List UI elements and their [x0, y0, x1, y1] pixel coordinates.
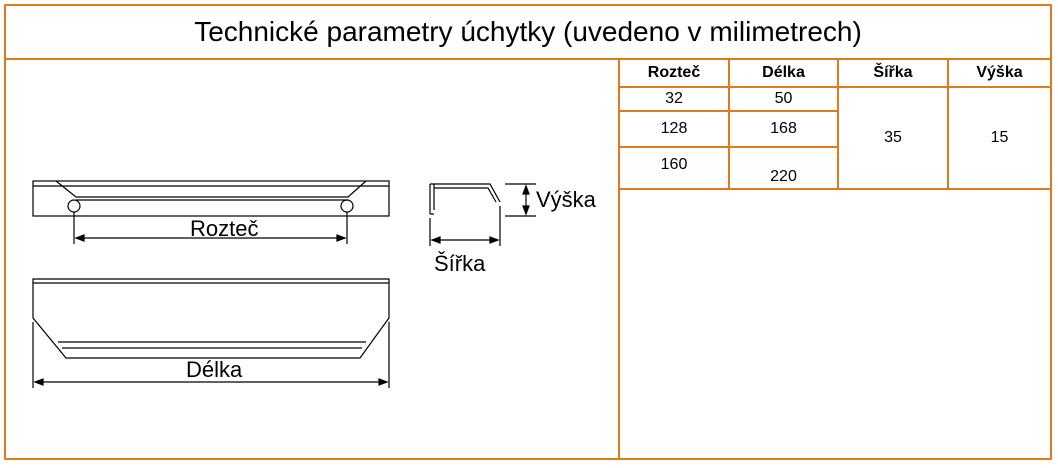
table-row: 128 168	[620, 110, 1050, 148]
header-width: Šířka	[837, 60, 949, 88]
header-spacing: Rozteč	[620, 60, 730, 88]
height-label: Výška	[536, 187, 597, 212]
cell-spacing: 128	[620, 110, 730, 148]
handle-drawing: Rozteč Výška Šířka Délka	[6, 60, 620, 458]
cell-width: 35	[837, 86, 949, 190]
table-row: 32 50 35 15	[620, 86, 1050, 190]
handle-top-view	[32, 180, 390, 217]
cell-spacing: 160	[620, 146, 730, 190]
spec-table: Rozteč Délka Šířka Výška 32 50 35 15 128…	[620, 60, 1050, 190]
length-label: Délka	[186, 357, 243, 382]
cell-length: 50	[728, 86, 839, 112]
table-header-row: Rozteč Délka Šířka Výška	[620, 60, 1050, 88]
header-height: Výška	[947, 60, 1050, 88]
page-title: Technické parametry úchytky (uvedeno v m…	[6, 6, 1050, 60]
width-dimension	[429, 206, 501, 246]
length-dimension	[32, 322, 390, 388]
handle-diagram: Rozteč Výška Šířka Délka	[32, 180, 597, 388]
handle-front-view	[32, 278, 390, 359]
header-length: Délka	[728, 60, 839, 88]
spacing-dimension	[73, 212, 348, 244]
spec-frame: Technické parametry úchytky (uvedeno v m…	[4, 4, 1052, 460]
height-dimension	[505, 183, 536, 217]
cell-length: 220	[728, 146, 838, 190]
cell-length: 168	[728, 110, 838, 148]
cell-spacing: 32	[620, 86, 730, 112]
table-row: 160 220	[620, 146, 1050, 190]
cell-height: 15	[947, 86, 1050, 190]
handle-side-profile	[429, 183, 501, 215]
width-label: Šířka	[434, 251, 486, 276]
spacing-label: Rozteč	[190, 216, 258, 241]
